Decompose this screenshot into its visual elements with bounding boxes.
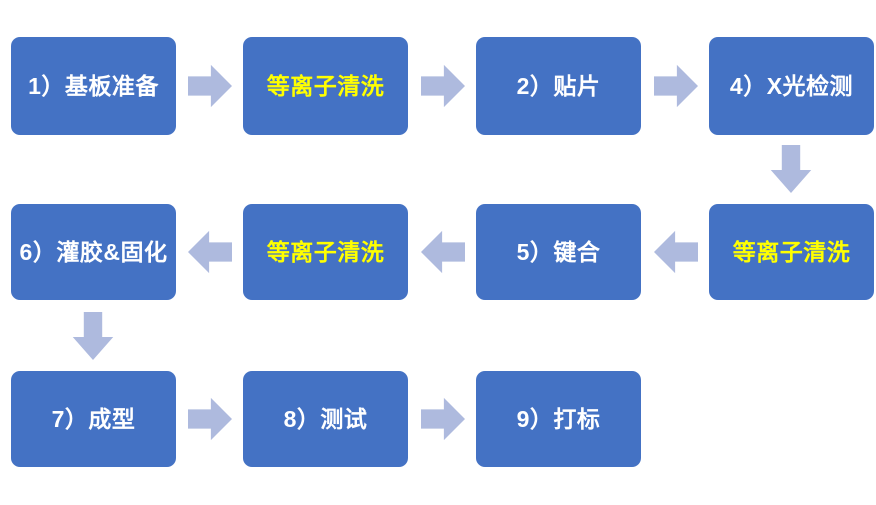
process-node-9[interactable]: 9）打标 (476, 371, 641, 467)
process-node-5[interactable]: 5）键合 (476, 204, 641, 300)
process-node-label: 2）贴片 (516, 72, 601, 99)
arrow-left-icon (421, 228, 465, 276)
arrow-left-icon (654, 228, 698, 276)
process-node-label: 等离子清洗 (732, 238, 851, 265)
process-node-1[interactable]: 1）基板准备 (11, 37, 176, 135)
process-node-4[interactable]: 4）X光检测 (709, 37, 874, 135)
arrow-down-icon (768, 145, 814, 193)
process-node-2[interactable]: 等离子清洗 (243, 37, 408, 135)
arrow-right-icon (421, 62, 465, 110)
process-node-label: 6）灌胶&固化 (19, 238, 168, 265)
process-node-label: 8）测试 (283, 405, 368, 432)
process-node-label: 等离子清洗 (266, 238, 385, 265)
process-node-plasma-3[interactable]: 等离子清洗 (709, 204, 874, 300)
process-node-6[interactable]: 6）灌胶&固化 (11, 204, 176, 300)
process-node-label: 1）基板准备 (28, 72, 159, 99)
arrow-right-icon (421, 395, 465, 443)
process-node-label: 7）成型 (51, 405, 136, 432)
process-node-label: 5）键合 (516, 238, 601, 265)
process-node-plasma-2[interactable]: 等离子清洗 (243, 204, 408, 300)
process-node-label: 9）打标 (516, 405, 601, 432)
arrow-right-icon (188, 62, 232, 110)
process-node-label: 4）X光检测 (729, 72, 854, 99)
arrow-down-icon (70, 312, 116, 360)
arrow-right-icon (188, 395, 232, 443)
process-node-8[interactable]: 8）测试 (243, 371, 408, 467)
arrow-left-icon (188, 228, 232, 276)
process-node-3[interactable]: 2）贴片 (476, 37, 641, 135)
arrow-right-icon (654, 62, 698, 110)
process-node-label: 等离子清洗 (266, 72, 385, 99)
process-node-7[interactable]: 7）成型 (11, 371, 176, 467)
